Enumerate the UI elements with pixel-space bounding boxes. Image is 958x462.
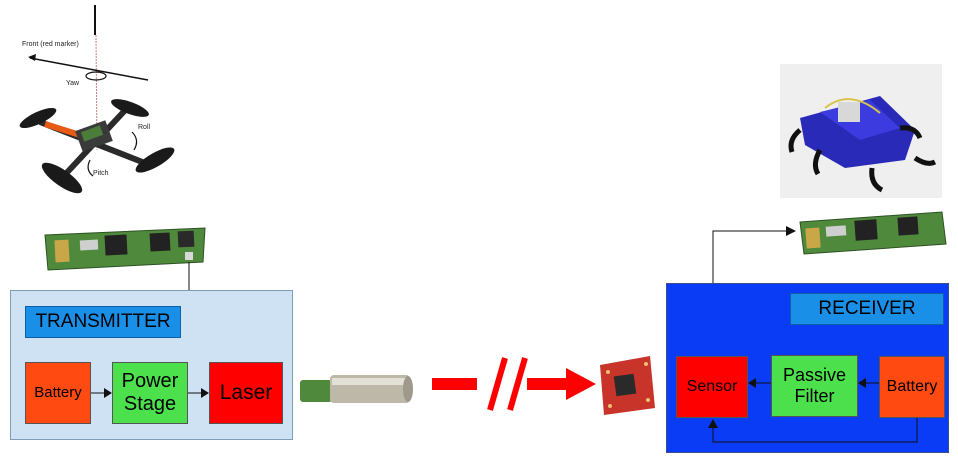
roll-arc-icon: [131, 131, 138, 151]
receiver-pcb-image: [799, 211, 947, 255]
robot-photo: [780, 64, 942, 198]
rotor-front-left: [19, 107, 57, 129]
yaw-label: Yaw: [66, 80, 80, 87]
pitch-label: Pitch: [93, 170, 109, 177]
power-to-laser-arrowhead: [201, 388, 209, 398]
power-stage-block: Power Stage: [112, 362, 188, 424]
receiver-title: RECEIVER: [790, 293, 944, 325]
front-red-marker: [44, 121, 81, 138]
yaw-rotation-icon: [85, 71, 107, 81]
battery-to-filter-arrowhead: [858, 378, 866, 388]
laser-block: Laser: [209, 362, 283, 424]
front-marker-label: Front (red marker): [22, 41, 79, 48]
battery-to-power-arrowhead: [104, 388, 112, 398]
pitch-arc-icon: [87, 159, 94, 177]
laser-beam: [432, 357, 596, 411]
rotor-front-right: [111, 99, 149, 117]
transmitter-battery-block: Battery: [25, 362, 91, 424]
filter-to-sensor-arrowhead: [748, 378, 756, 388]
roll-label: Roll: [138, 124, 151, 131]
battery-to-sensor-arrowhead: [708, 419, 718, 428]
flight-controller: [80, 125, 104, 142]
transmitter-pcb-image: [44, 227, 206, 271]
front-arrow-head: [28, 54, 36, 61]
rotor-rear-right: [135, 147, 175, 173]
laser-module-image: [300, 375, 413, 403]
yaw-axis-line: [95, 34, 98, 151]
rotor-rear-left: [41, 162, 83, 194]
sensor-block: Sensor: [676, 356, 748, 418]
front-arrow: [29, 57, 149, 81]
receiver-battery-block: Battery: [879, 356, 945, 418]
sensor-to-pcb-arrowhead: [786, 226, 796, 236]
passive-filter-block: Passive Filter: [771, 355, 858, 417]
battery-to-sensor-line: [712, 418, 918, 443]
transmitter-title: TRANSMITTER: [25, 306, 181, 338]
sensor-board-image: [600, 356, 655, 415]
